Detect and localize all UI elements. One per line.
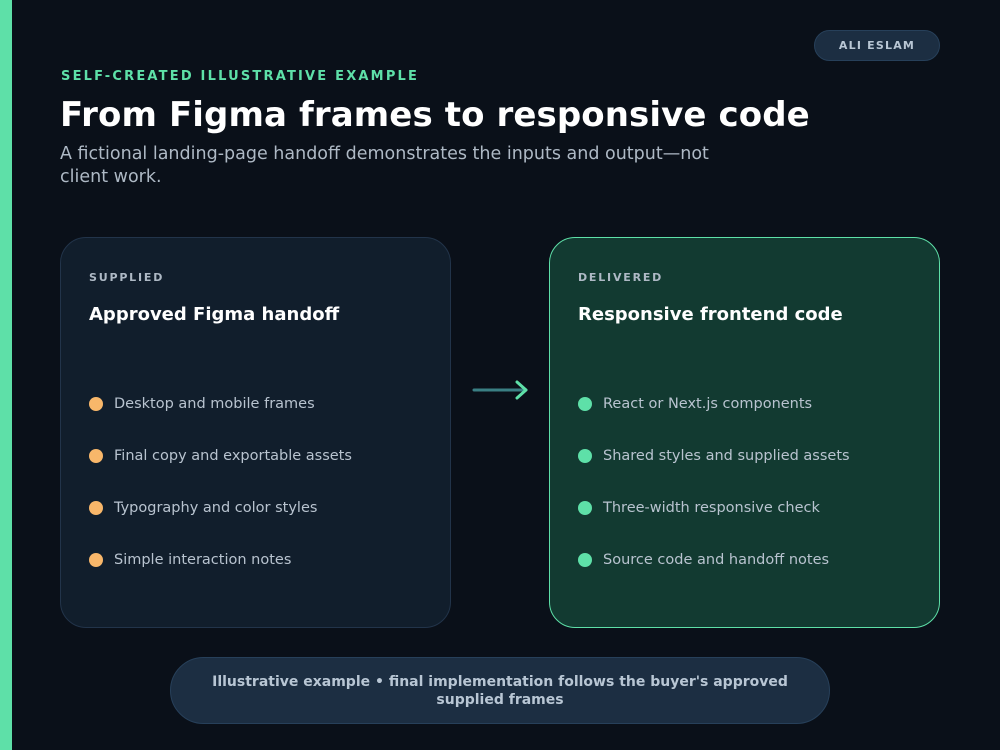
page-title: From Figma frames to responsive code bbox=[60, 95, 810, 135]
bullet-dot-icon bbox=[578, 553, 592, 567]
supplied-list: Desktop and mobile frames Final copy and… bbox=[89, 394, 352, 602]
list-item: Three-width responsive check bbox=[578, 498, 850, 518]
list-item: Final copy and exportable assets bbox=[89, 446, 352, 466]
arrow-right-icon bbox=[472, 380, 528, 400]
delivered-card: DELIVERED Responsive frontend code React… bbox=[549, 237, 940, 628]
list-item-label: Three-width responsive check bbox=[603, 500, 820, 516]
bullet-dot-icon bbox=[89, 449, 103, 463]
bullet-dot-icon bbox=[578, 449, 592, 463]
bullet-dot-icon bbox=[89, 397, 103, 411]
author-badge: ALI ESLAM bbox=[814, 30, 940, 61]
delivered-list: React or Next.js components Shared style… bbox=[578, 394, 850, 602]
supplied-card: SUPPLIED Approved Figma handoff Desktop … bbox=[60, 237, 451, 628]
list-item-label: Final copy and exportable assets bbox=[114, 448, 352, 464]
list-item: Simple interaction notes bbox=[89, 550, 352, 570]
bullet-dot-icon bbox=[89, 553, 103, 567]
accent-bar bbox=[0, 0, 12, 750]
list-item: Source code and handoff notes bbox=[578, 550, 850, 570]
bullet-dot-icon bbox=[578, 397, 592, 411]
bullet-dot-icon bbox=[578, 501, 592, 515]
list-item: React or Next.js components bbox=[578, 394, 850, 414]
list-item-label: Simple interaction notes bbox=[114, 552, 292, 568]
list-item: Desktop and mobile frames bbox=[89, 394, 352, 414]
list-item: Typography and color styles bbox=[89, 498, 352, 518]
supplied-card-title: Approved Figma handoff bbox=[89, 304, 340, 325]
eyebrow-label: SELF-CREATED ILLUSTRATIVE EXAMPLE bbox=[61, 69, 420, 84]
list-item-label: Source code and handoff notes bbox=[603, 552, 830, 568]
delivered-card-label: DELIVERED bbox=[578, 271, 664, 284]
delivered-card-title: Responsive frontend code bbox=[578, 304, 843, 325]
footer-note: Illustrative example • final implementat… bbox=[170, 657, 830, 724]
list-item-label: React or Next.js components bbox=[603, 396, 813, 412]
list-item-label: Typography and color styles bbox=[114, 500, 318, 516]
supplied-card-label: SUPPLIED bbox=[89, 271, 165, 284]
page-subtitle: A fictional landing-page handoff demonst… bbox=[60, 144, 709, 187]
list-item-label: Desktop and mobile frames bbox=[114, 396, 315, 412]
list-item: Shared styles and supplied assets bbox=[578, 446, 850, 466]
bullet-dot-icon bbox=[89, 501, 103, 515]
list-item-label: Shared styles and supplied assets bbox=[603, 448, 850, 464]
